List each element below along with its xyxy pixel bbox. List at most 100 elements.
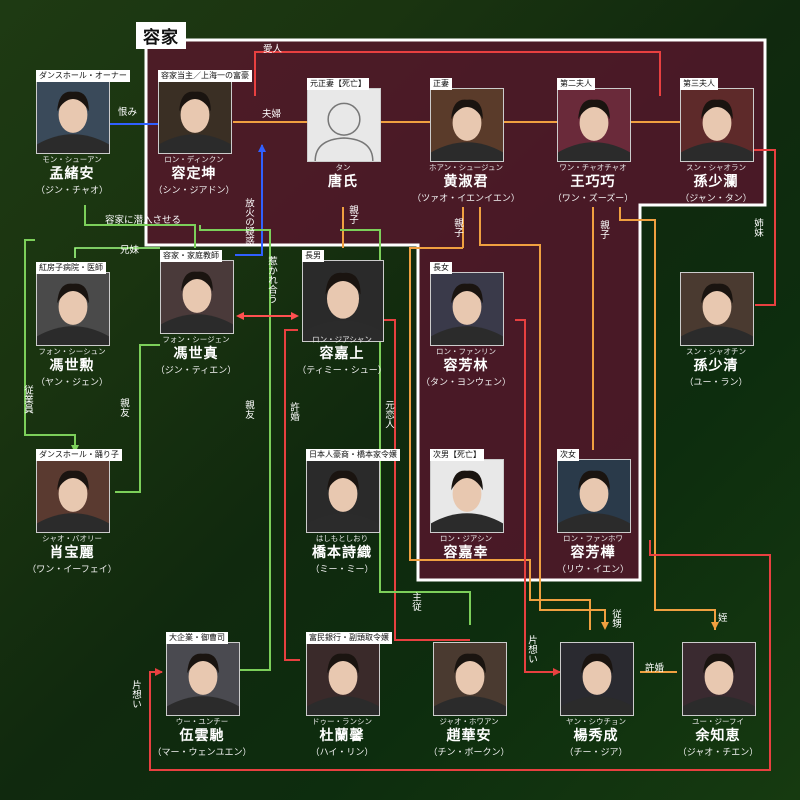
clothing	[683, 696, 755, 715]
relation-label-cousin-1: 従甥	[610, 609, 621, 628]
cousin-1-arrow	[601, 622, 609, 630]
hair	[181, 271, 213, 292]
silhouette-icon	[431, 460, 503, 532]
hair	[454, 653, 486, 674]
person-kana: ホアン・シュージュン	[428, 163, 504, 172]
person-actor: （ツァオ・イエンイエン）	[412, 194, 520, 204]
relation-label-crush-2: 片想い	[130, 680, 141, 709]
portrait	[680, 88, 754, 162]
person-tag: ダンスホール・踊り子	[36, 449, 122, 461]
person-tag: 元正妻【死亡】	[307, 78, 369, 90]
person-tag: 次男【死亡】	[430, 449, 484, 461]
person-tag: 大企業・御曹司	[166, 632, 228, 644]
clothing	[431, 326, 503, 345]
relation-label-arson: 放火の疑惑	[243, 198, 254, 246]
clothing	[431, 513, 503, 532]
face	[702, 104, 732, 141]
face	[58, 288, 88, 325]
face	[452, 104, 482, 141]
crush-1-arrow	[553, 668, 561, 676]
person-actor: （マー・ウェンユエン）	[152, 748, 252, 758]
hair	[581, 653, 613, 674]
person-actor: （リウ・イエン）	[557, 565, 629, 575]
clothing	[307, 696, 379, 715]
line-siblings	[74, 247, 160, 258]
hair	[57, 283, 89, 304]
face	[452, 475, 482, 512]
face	[58, 475, 88, 512]
clothing	[307, 513, 379, 532]
person-name: 杜蘭馨	[319, 728, 365, 744]
clothing	[434, 696, 506, 715]
person-actor: （タン・ヨンウェン）	[420, 378, 511, 388]
face-icon	[303, 261, 383, 341]
clothing	[161, 314, 233, 333]
line-friend-2	[199, 225, 271, 671]
face-icon	[167, 643, 239, 715]
person-kana: モン・シューアン	[42, 155, 102, 164]
person-name: 橋本詩織	[312, 545, 372, 561]
portrait	[306, 642, 380, 716]
relation-label-cousin-2: 姪	[718, 613, 728, 624]
relation-label-lover: 愛人	[263, 44, 283, 55]
person-tag: 富民銀行・副頭取令嬢	[306, 632, 392, 644]
person-name: 楊秀成	[573, 728, 619, 744]
person-name: 肖宝麗	[49, 545, 95, 561]
person-tag: 日本人豪商・橋本家令嬢	[306, 449, 400, 461]
hair	[703, 653, 735, 674]
line-crush-1	[515, 319, 560, 673]
person-name: 容嘉幸	[443, 545, 489, 561]
person-kana: ロン・ディンクン	[164, 155, 224, 164]
line-engaged-1	[284, 329, 300, 661]
crush-2-arrow	[155, 668, 163, 676]
hair	[451, 283, 483, 304]
face-icon	[431, 89, 503, 161]
hair	[179, 91, 211, 112]
silhouette-head	[327, 102, 361, 136]
line-cousin-1	[479, 207, 606, 628]
person-kana: ユー・ジーフイ	[691, 717, 745, 726]
face-icon	[37, 273, 109, 345]
line-employee	[24, 239, 76, 452]
person-name: 容嘉上	[319, 346, 365, 362]
relation-label-siblings: 兄妹	[120, 245, 140, 256]
relation-label-parent-child-1: 親子	[347, 205, 358, 224]
person-tag: 長女	[430, 262, 452, 274]
person-kana: ヤン・シウチョン	[566, 717, 626, 726]
line-infiltrate	[84, 205, 196, 248]
portrait	[557, 88, 631, 162]
face-icon	[37, 81, 109, 153]
family-title: 容家	[136, 22, 186, 49]
person-name: 孫少清	[693, 358, 739, 374]
face-icon	[558, 89, 630, 161]
person-tag: 容家・家庭教師	[160, 250, 222, 262]
clothing	[167, 696, 239, 715]
portrait	[430, 459, 504, 533]
clothing	[37, 513, 109, 532]
person-actor: （シン・ジアドン）	[153, 186, 235, 196]
person-kana: ロン・ジアシャン	[312, 335, 372, 344]
person-name: 孫少瀾	[693, 174, 739, 190]
portrait	[682, 642, 756, 716]
face-icon	[558, 460, 630, 532]
portrait	[680, 272, 754, 346]
line-friend-1	[115, 344, 160, 493]
clothing	[37, 326, 109, 345]
clothing	[561, 696, 633, 715]
line-lover	[254, 51, 661, 96]
face	[182, 276, 212, 313]
person-tag: ダンスホール・オーナー	[36, 70, 130, 82]
hair	[578, 99, 610, 120]
person-kana: スン・シャオチン	[686, 347, 746, 356]
portrait	[36, 459, 110, 533]
face	[579, 104, 609, 141]
person-kana: はしもとしおり	[315, 534, 369, 543]
portrait-background	[308, 89, 380, 161]
relation-label-parent-child-3: 親子	[598, 220, 609, 239]
face-icon	[681, 89, 753, 161]
line-master-servant	[340, 229, 471, 625]
person-actor: （ジン・ティエン）	[155, 366, 237, 376]
face-icon	[683, 643, 755, 715]
person-name: 黄淑君	[443, 174, 489, 190]
person-name: 容芳樺	[570, 545, 616, 561]
